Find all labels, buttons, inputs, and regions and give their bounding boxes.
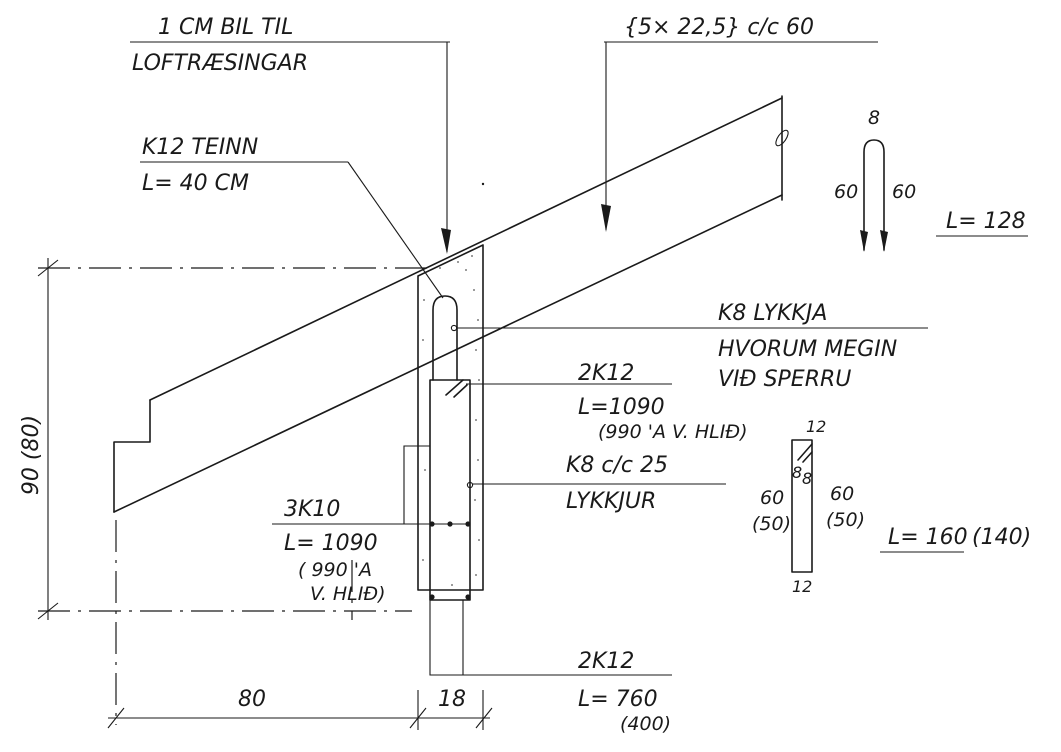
stirrup-right-alt: (50) [826, 509, 865, 531]
stirrup-hook-a [797, 443, 813, 461]
wall-step-outline [113, 399, 151, 513]
note-top-2k12-line1: 2K12 [578, 361, 634, 386]
lower-bar-extension [429, 600, 464, 676]
bar-dot [465, 594, 471, 600]
stirrup-length-alt: (140) [972, 525, 1031, 550]
stirrup-bottom-dim: 12 [792, 577, 812, 596]
note-loft-gap: 1 CM BIL TIL LOFTRÆSINGAR [130, 15, 451, 254]
note-bottom-2k12-line2: L= 760 [578, 687, 658, 712]
hairpin-right-dim: 60 [892, 181, 916, 203]
note-3k10-line4: V. HLIÐ) [310, 583, 386, 605]
hairpin-arrow-right [880, 230, 888, 252]
note-3k10-line3: ( 990 'A [298, 559, 372, 581]
note-loft-line2: LOFTRÆSINGAR [132, 51, 308, 76]
note-teinn: K12 TEINN L= 40 CM [140, 135, 444, 299]
note-top-2k12-line2: L=1090 [578, 395, 665, 420]
note-purlin-label: {5× 22,5} c/c 60 [624, 15, 814, 40]
stirrup-hook-2 [453, 384, 468, 398]
note-top-2k12-line3: (990 'A V. HLIÐ) [598, 421, 748, 443]
hairpin-top-dim: 8 [868, 107, 880, 129]
width-80-label: 80 [238, 687, 266, 712]
loop-dot [466, 481, 474, 489]
note-lykkja-line1: K8 LYKKJA [718, 301, 827, 326]
note-purlin-arrow [601, 204, 611, 232]
note-bottom-2k12-line1: 2K12 [578, 649, 634, 674]
note-lykkja-line3: VIÐ SPERRU [718, 367, 851, 392]
dimension-width: 80 18 [107, 687, 493, 730]
width-18-label: 18 [438, 687, 466, 712]
note-teinn-line1: K12 TEINN [142, 135, 258, 160]
stray-mark [481, 182, 485, 186]
stirrup-length: L= 160 [888, 525, 968, 550]
note-3k10-line2: L= 1090 [284, 531, 378, 556]
note-bottom-2k12-line3: (400) [620, 713, 671, 735]
reference-lines [38, 267, 432, 725]
hairpin-shape [863, 139, 885, 251]
rafter-top-line [149, 97, 783, 401]
note-bottom-2k12: 2K12 L= 760 (400) [463, 649, 672, 735]
hairpin-length: L= 128 [946, 209, 1026, 234]
rafter-bottom-line [113, 194, 783, 513]
stirrup-cage [429, 379, 471, 601]
rafter-outline [113, 95, 789, 513]
note-3k10-line1: 3K10 [284, 497, 340, 522]
note-loft-arrow [441, 228, 451, 254]
hairpin-bar-schedule: 8 60 60 L= 128 [834, 107, 1028, 252]
stirrup-left-alt: (50) [752, 513, 791, 535]
stirrup-hook-b [802, 451, 813, 463]
stirrup-inner-b: 8 [802, 469, 812, 488]
concrete-hatch [422, 255, 480, 586]
hairpin-left-dim: 60 [834, 181, 858, 203]
dimension-height: 90 (80) [19, 258, 59, 620]
beam-outline [417, 244, 484, 591]
width-tick-left [107, 707, 125, 729]
note-k8-stirrups: K8 c/c 25 LYKKJUR [472, 453, 726, 514]
height-dimension-label: 90 (80) [19, 415, 44, 495]
loop-dot [450, 324, 458, 332]
note-k8-line2: LYKKJUR [566, 489, 656, 514]
stirrup-shape [791, 439, 813, 573]
break-symbol [775, 129, 789, 147]
note-teinn-leader [347, 161, 444, 299]
teinn-bar [432, 295, 458, 381]
note-loft-line1: 1 CM BIL TIL [158, 15, 293, 40]
width-tick-right [475, 707, 493, 729]
note-k8-line1: K8 c/c 25 [566, 453, 668, 478]
stirrup-right-dim: 60 [830, 483, 854, 505]
stirrup-bar-schedule: 12 8 8 60 (50) 60 (50) 12 L= 160 (140) [752, 417, 1031, 596]
stirrup-left-dim: 60 [760, 487, 784, 509]
bar-dot [429, 594, 435, 600]
hairpin-arrow-left [860, 230, 868, 252]
note-teinn-line2: L= 40 CM [142, 171, 249, 196]
note-top-2k12: 2K12 L=1090 (990 'A V. HLIÐ) [466, 361, 748, 443]
stirrup-top-dim: 12 [806, 417, 826, 436]
note-purlin: {5× 22,5} c/c 60 [601, 15, 878, 232]
note-lykkja: K8 LYKKJA HVORUM MEGIN VIÐ SPERRU [457, 301, 928, 392]
stirrup-hook-1 [445, 379, 464, 396]
height-tick-bottom [37, 602, 59, 620]
stirrup-inner-a: 8 [792, 463, 802, 482]
height-tick-top [37, 259, 59, 277]
note-3k10: 3K10 L= 1090 ( 990 'A V. HLIÐ) [272, 445, 470, 605]
note-lykkja-line2: HVORUM MEGIN [718, 337, 897, 362]
note-3k10-bracket [403, 445, 430, 524]
beam-section [417, 244, 484, 676]
